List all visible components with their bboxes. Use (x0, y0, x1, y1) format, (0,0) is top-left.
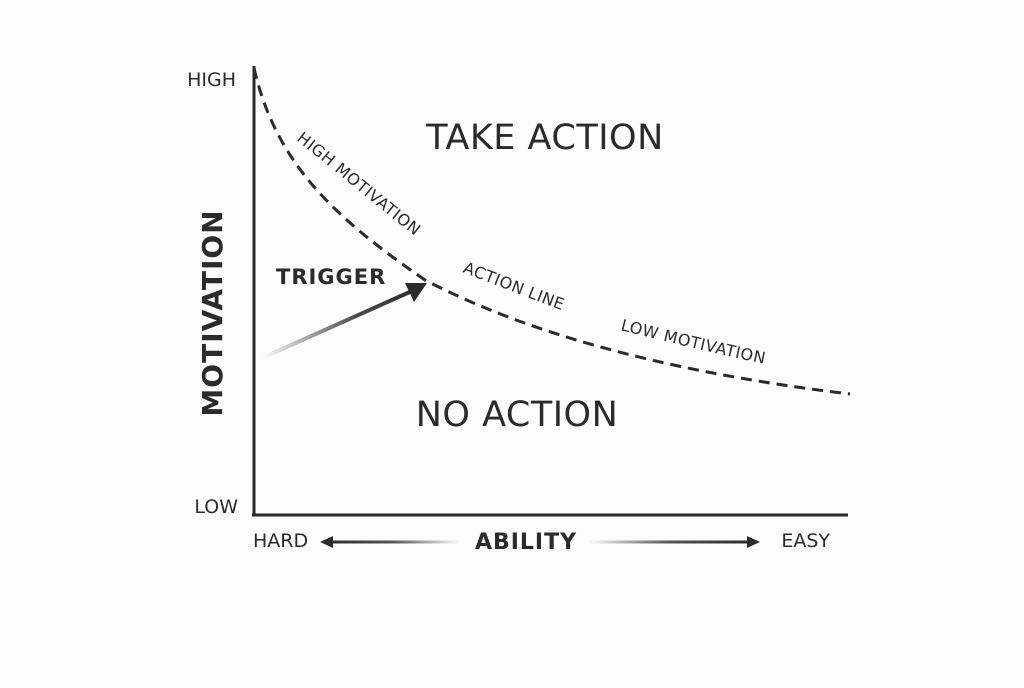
trigger-arrow (260, 283, 427, 360)
action-line-curve (252, 67, 851, 396)
x-axis-hard-label: HARD (253, 530, 308, 552)
y-axis-low-label: LOW (194, 496, 238, 518)
region-take-action-label: TAKE ACTION (425, 118, 664, 158)
x-axis-right-arrow (588, 536, 760, 548)
y-axis-high-label: HIGH (187, 69, 236, 91)
x-axis-easy-label: EASY (781, 530, 830, 552)
x-axis-left-arrow (320, 536, 460, 548)
trigger-label: TRIGGER (276, 265, 386, 289)
x-axis-title: ABILITY (475, 530, 577, 555)
curve-label-low-motivation: LOW MOTIVATION (619, 315, 768, 367)
region-no-action-label: NO ACTION (416, 395, 619, 435)
curve-label-action-line: ACTION LINE (461, 258, 568, 314)
y-axis-title: MOTIVATION (196, 209, 229, 416)
